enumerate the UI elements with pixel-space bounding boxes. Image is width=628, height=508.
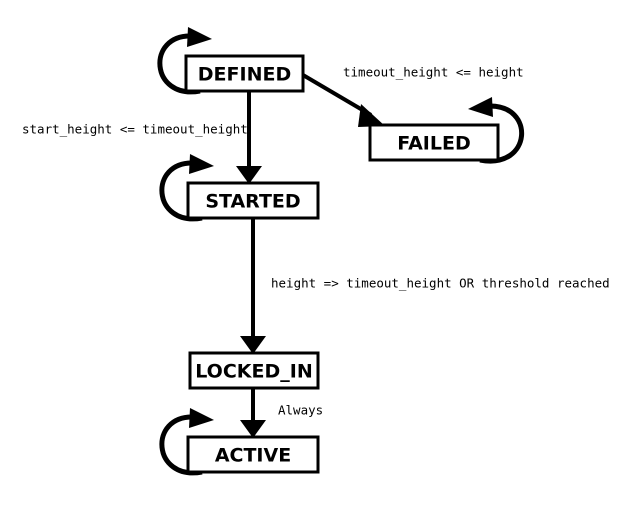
state-node-defined[interactable]: DEFINED <box>184 54 305 93</box>
transition-started-to-locked-in <box>240 218 266 354</box>
state-node-active[interactable]: ACTIVE <box>186 435 320 474</box>
state-label-started: STARTED <box>205 191 300 213</box>
locked-in-to-active-arrowhead <box>240 420 266 438</box>
state-box-defined[interactable] <box>184 54 305 93</box>
state-box-started[interactable] <box>186 181 320 220</box>
edge-label-defined-to-failed: timeout_height <= height <box>343 65 524 80</box>
state-node-failed[interactable]: FAILED <box>368 123 500 162</box>
state-box-locked-in[interactable] <box>188 351 320 390</box>
defined-self-loop-arrowhead <box>187 27 212 47</box>
edge-label-started-to-locked-in: height => timeout_height OR threshold re… <box>271 276 610 291</box>
state-node-locked-in[interactable]: LOCKED_IN <box>188 351 320 390</box>
defined-to-failed-arrowhead <box>358 104 385 127</box>
state-node-started[interactable]: STARTED <box>186 181 320 220</box>
state-label-failed: FAILED <box>397 133 470 155</box>
transition-locked-in-to-active <box>240 388 266 438</box>
transition-defined-to-started <box>236 91 262 184</box>
edge-label-locked-in-to-active: Always <box>278 403 323 418</box>
transition-defined-to-failed <box>301 73 385 127</box>
active-self-loop-arrowhead <box>189 408 214 428</box>
state-label-locked-in: LOCKED_IN <box>195 361 312 383</box>
failed-self-loop-arrowhead <box>468 97 493 117</box>
state-label-defined: DEFINED <box>198 64 291 86</box>
defined-to-failed-line <box>301 73 373 117</box>
state-box-active[interactable] <box>186 435 320 474</box>
state-box-failed[interactable] <box>368 123 500 162</box>
started-to-locked-in-arrowhead <box>240 336 266 354</box>
started-self-loop-arrowhead <box>189 154 214 174</box>
defined-to-started-arrowhead <box>236 166 262 184</box>
edge-label-defined-to-started: start_height <= timeout_height <box>22 122 248 137</box>
state-label-active: ACTIVE <box>215 445 291 467</box>
